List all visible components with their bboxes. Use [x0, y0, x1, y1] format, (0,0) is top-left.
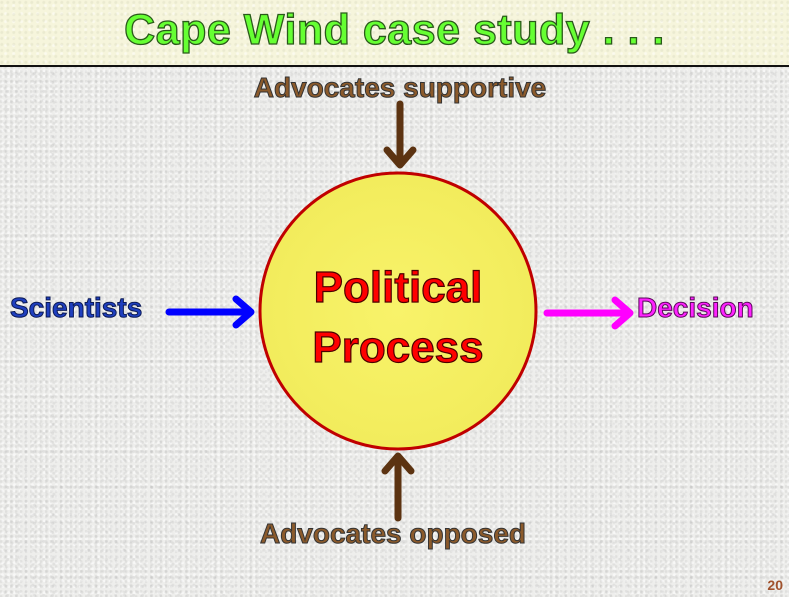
center-label-line1: Political — [313, 263, 483, 312]
page-number: 20 — [767, 577, 783, 593]
political-process-circle — [258, 171, 538, 451]
arrow-right-icon — [165, 295, 255, 329]
title-band: Cape Wind case study . . . — [0, 0, 789, 67]
scientists-label: Scientists — [9, 292, 143, 324]
slide-title: Cape Wind case study . . . — [123, 5, 665, 54]
arrow-up-icon — [381, 452, 415, 522]
advocates-supportive-label: Advocates supportive — [253, 72, 547, 104]
arrow-output-icon — [543, 296, 634, 330]
advocates-opposed-label: Advocates opposed — [259, 518, 527, 550]
arrow-down-icon — [383, 100, 417, 169]
decision-label: Decision — [637, 292, 755, 324]
center-label-line2: Process — [312, 323, 484, 372]
